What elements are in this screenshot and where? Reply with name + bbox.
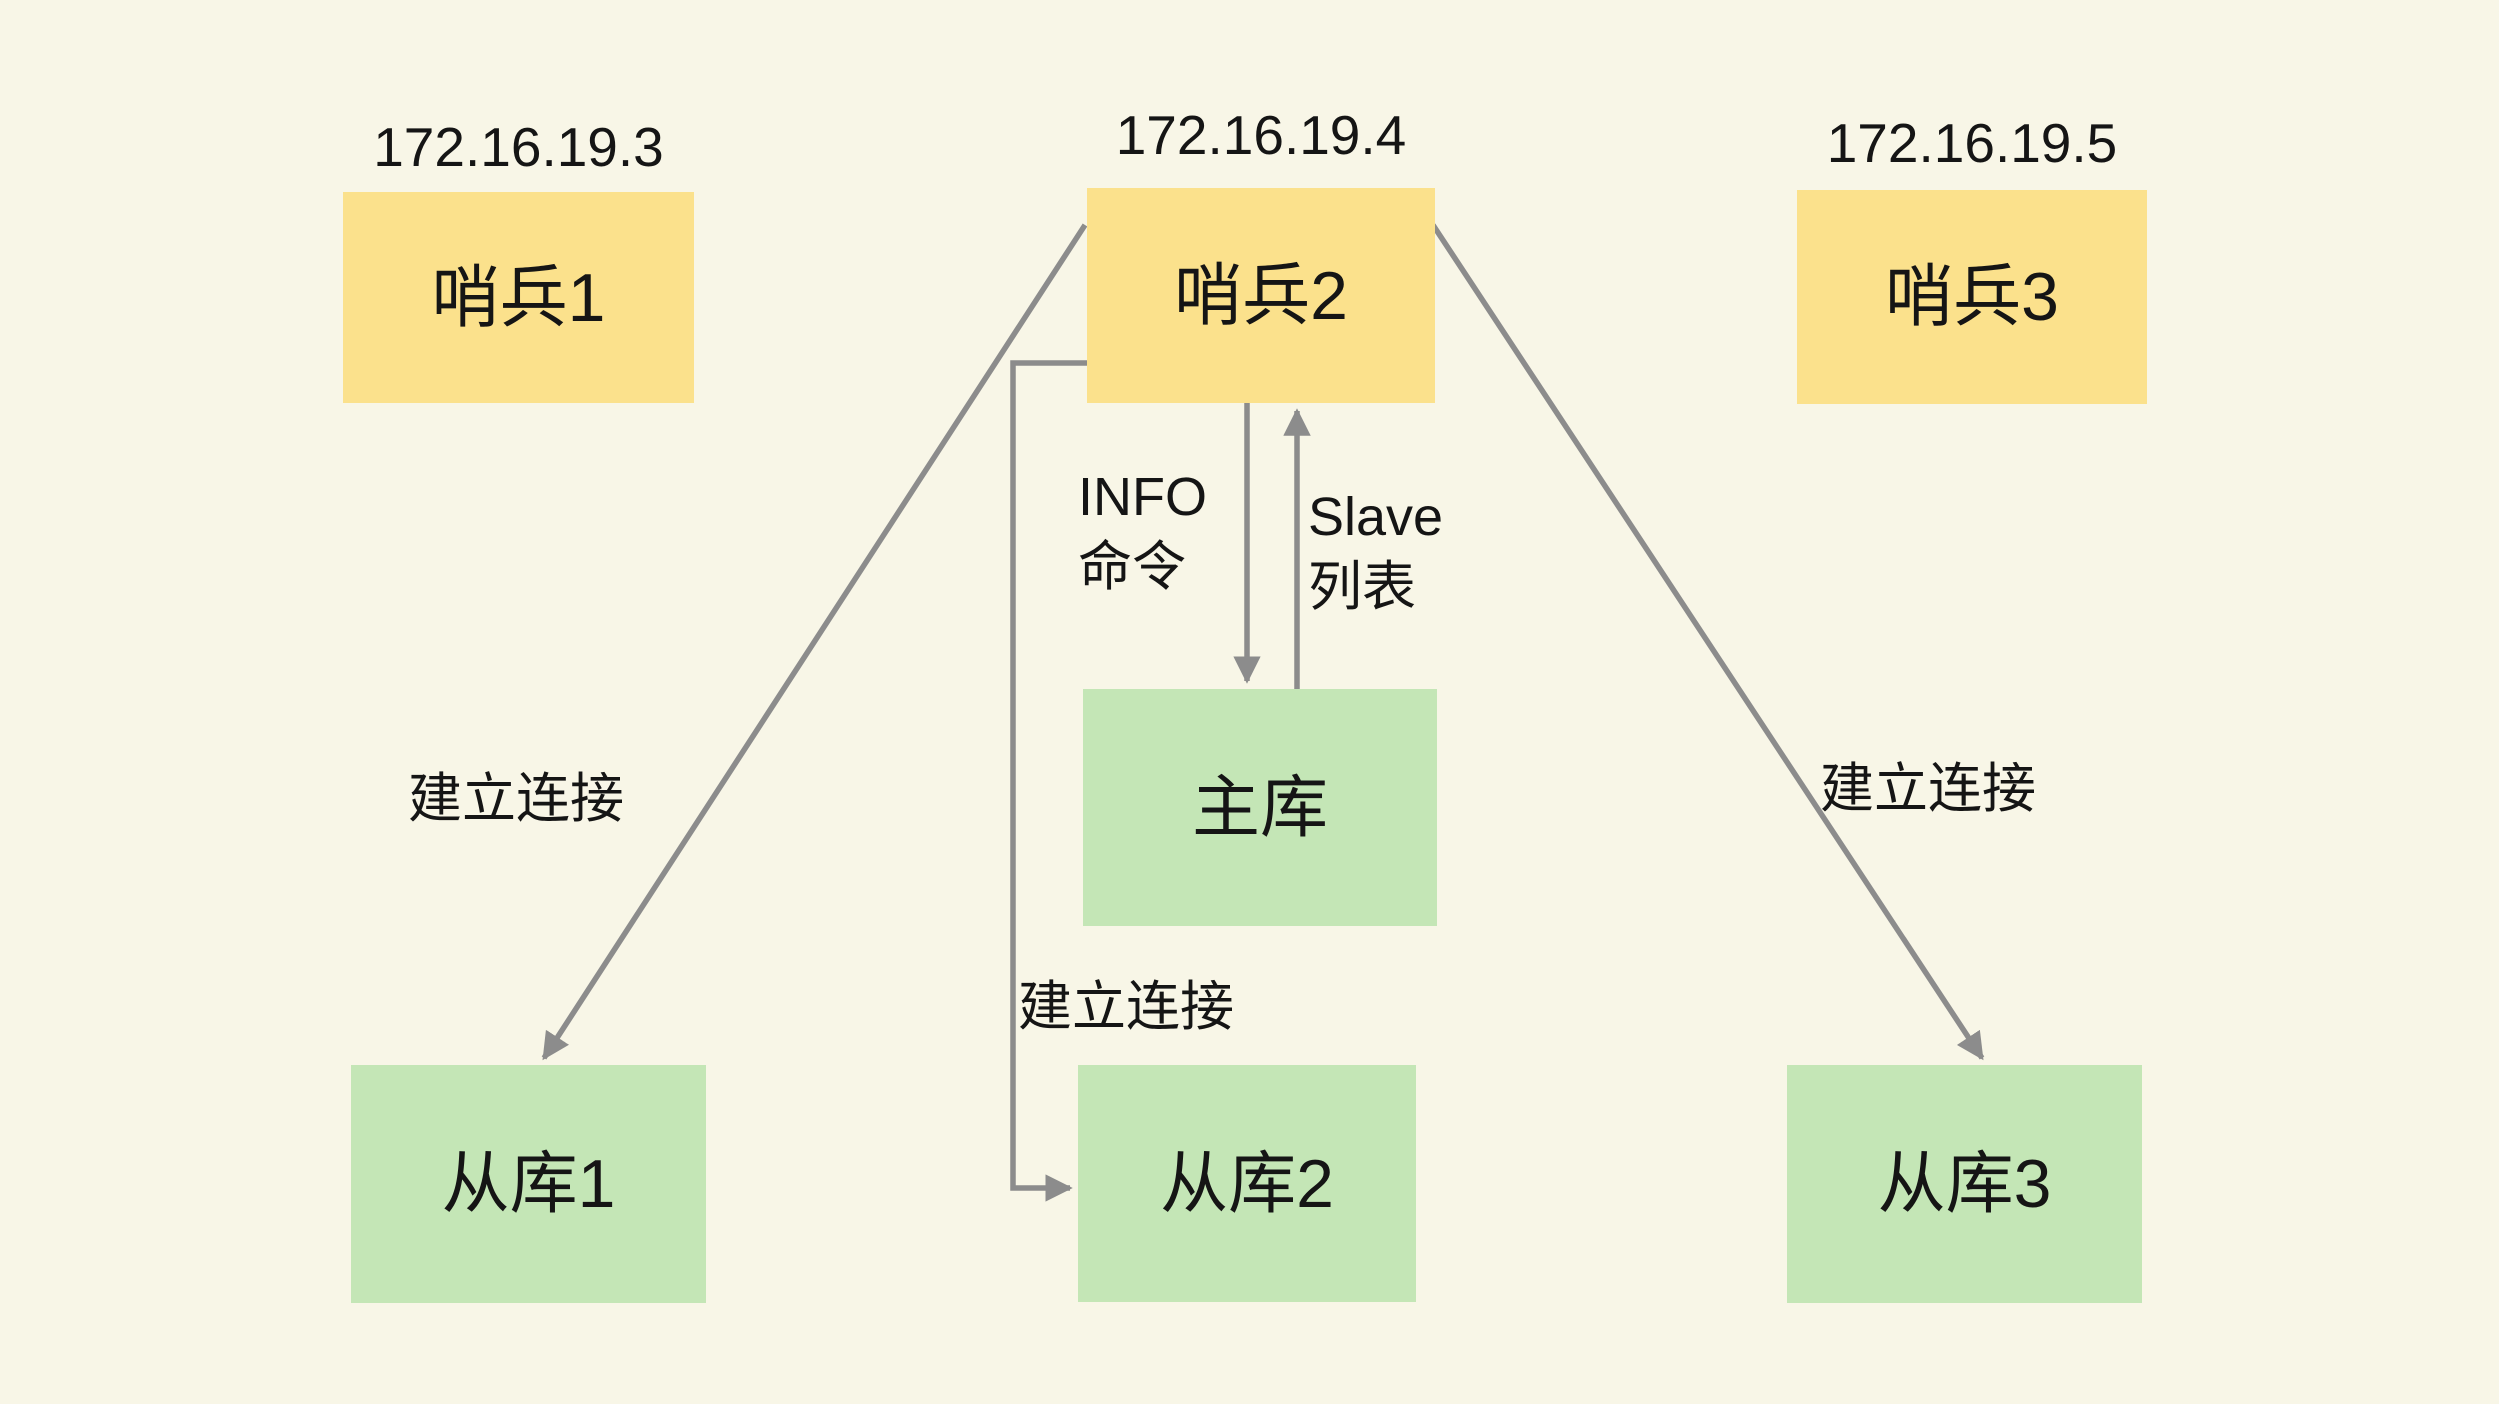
node-master-label: 主库: [1191, 769, 1328, 846]
ip-label-sentinel3: 172.16.19.5: [1826, 112, 2118, 174]
node-master: 主库: [1083, 689, 1437, 926]
node-slave3: 从库3: [1787, 1065, 2142, 1303]
node-sentinel2: 哨兵2: [1087, 188, 1435, 403]
edge-label-info-command: INFO 命令: [1078, 462, 1207, 602]
node-slave2-label: 从库2: [1160, 1145, 1334, 1222]
node-sentinel1-label: 哨兵1: [431, 259, 606, 336]
edge-label-connect-left: 建立连接: [408, 769, 624, 829]
edge-label-slave-list: Slave 列表: [1308, 482, 1443, 622]
ip-label-sentinel2: 172.16.19.4: [1115, 104, 1407, 166]
edge-label-connect-right: 建立连接: [1820, 759, 2036, 819]
edge-label-info-command-line1: INFO: [1078, 467, 1207, 527]
node-slave3-label: 从库3: [1877, 1146, 2052, 1222]
edge-label-slave-list-line2: 列表: [1308, 557, 1416, 618]
node-sentinel3-label: 哨兵3: [1885, 259, 2059, 335]
edge-label-connect-middle: 建立连接: [1018, 977, 1234, 1037]
ip-label-sentinel1: 172.16.19.3: [373, 116, 664, 178]
edge-label-info-command-line2: 命令: [1078, 537, 1186, 598]
node-slave1: 从库1: [351, 1065, 706, 1303]
arrow-sentinel2-to-slave2: [1010, 360, 1087, 1202]
arrow-sentinel2-to-slave3: [1430, 223, 1985, 1061]
node-sentinel3: 哨兵3: [1797, 190, 2147, 404]
node-sentinel2-label: 哨兵2: [1174, 257, 1348, 334]
node-slave1-label: 从库1: [441, 1146, 616, 1222]
arrow-sentinel2-to-slave1: [541, 223, 1088, 1061]
node-sentinel1: 哨兵1: [343, 192, 694, 403]
edge-label-slave-list-line1: Slave: [1308, 487, 1444, 547]
node-slave2: 从库2: [1078, 1065, 1416, 1302]
